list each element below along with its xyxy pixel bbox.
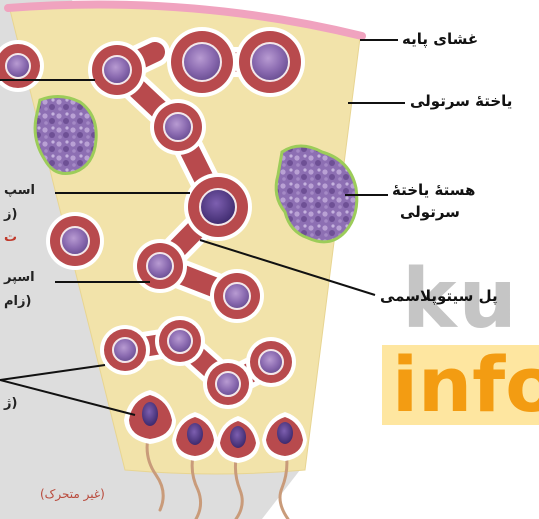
cut-label-left-2: (ز (4, 207, 17, 222)
cut-label-left-1: اسپ (4, 183, 35, 198)
spermatogonium-cell (88, 41, 146, 99)
spermatid-cell (246, 337, 296, 387)
cut-label-left-5: (زام (4, 294, 31, 309)
secondary-spermatocyte-cell (210, 269, 264, 323)
label-sertoli-cell: یاختۀ سرتولی (410, 92, 512, 110)
label-sertoli-nucleus-1: هستۀ یاختۀ (392, 181, 475, 199)
label-basement-membrane: غشای پایه (402, 30, 478, 48)
spermatid-cell (100, 325, 150, 375)
isolated-cell (46, 212, 104, 270)
cut-label-left-4: اسپر (4, 270, 35, 285)
cut-label-left-6: (ژ (4, 396, 17, 411)
primary-spermatocyte-cell (184, 173, 252, 241)
spermatogonium-cell (167, 27, 237, 97)
secondary-spermatocyte-cell (133, 239, 187, 293)
label-sertoli-nucleus-2: سرتولی (400, 203, 460, 221)
label-cytoplasmic-bridge: پل سیتوپلاسمی (380, 287, 498, 305)
cut-label-left-3: ت (4, 230, 17, 245)
primary-spermatocyte-cell (150, 99, 206, 155)
label-non-motile: (غیر متحرک) (40, 487, 105, 501)
watermark-info: info (392, 340, 539, 429)
spermatid-cell (155, 316, 205, 366)
spermatogonium-cell (235, 27, 305, 97)
spermatid-cell (203, 359, 253, 409)
